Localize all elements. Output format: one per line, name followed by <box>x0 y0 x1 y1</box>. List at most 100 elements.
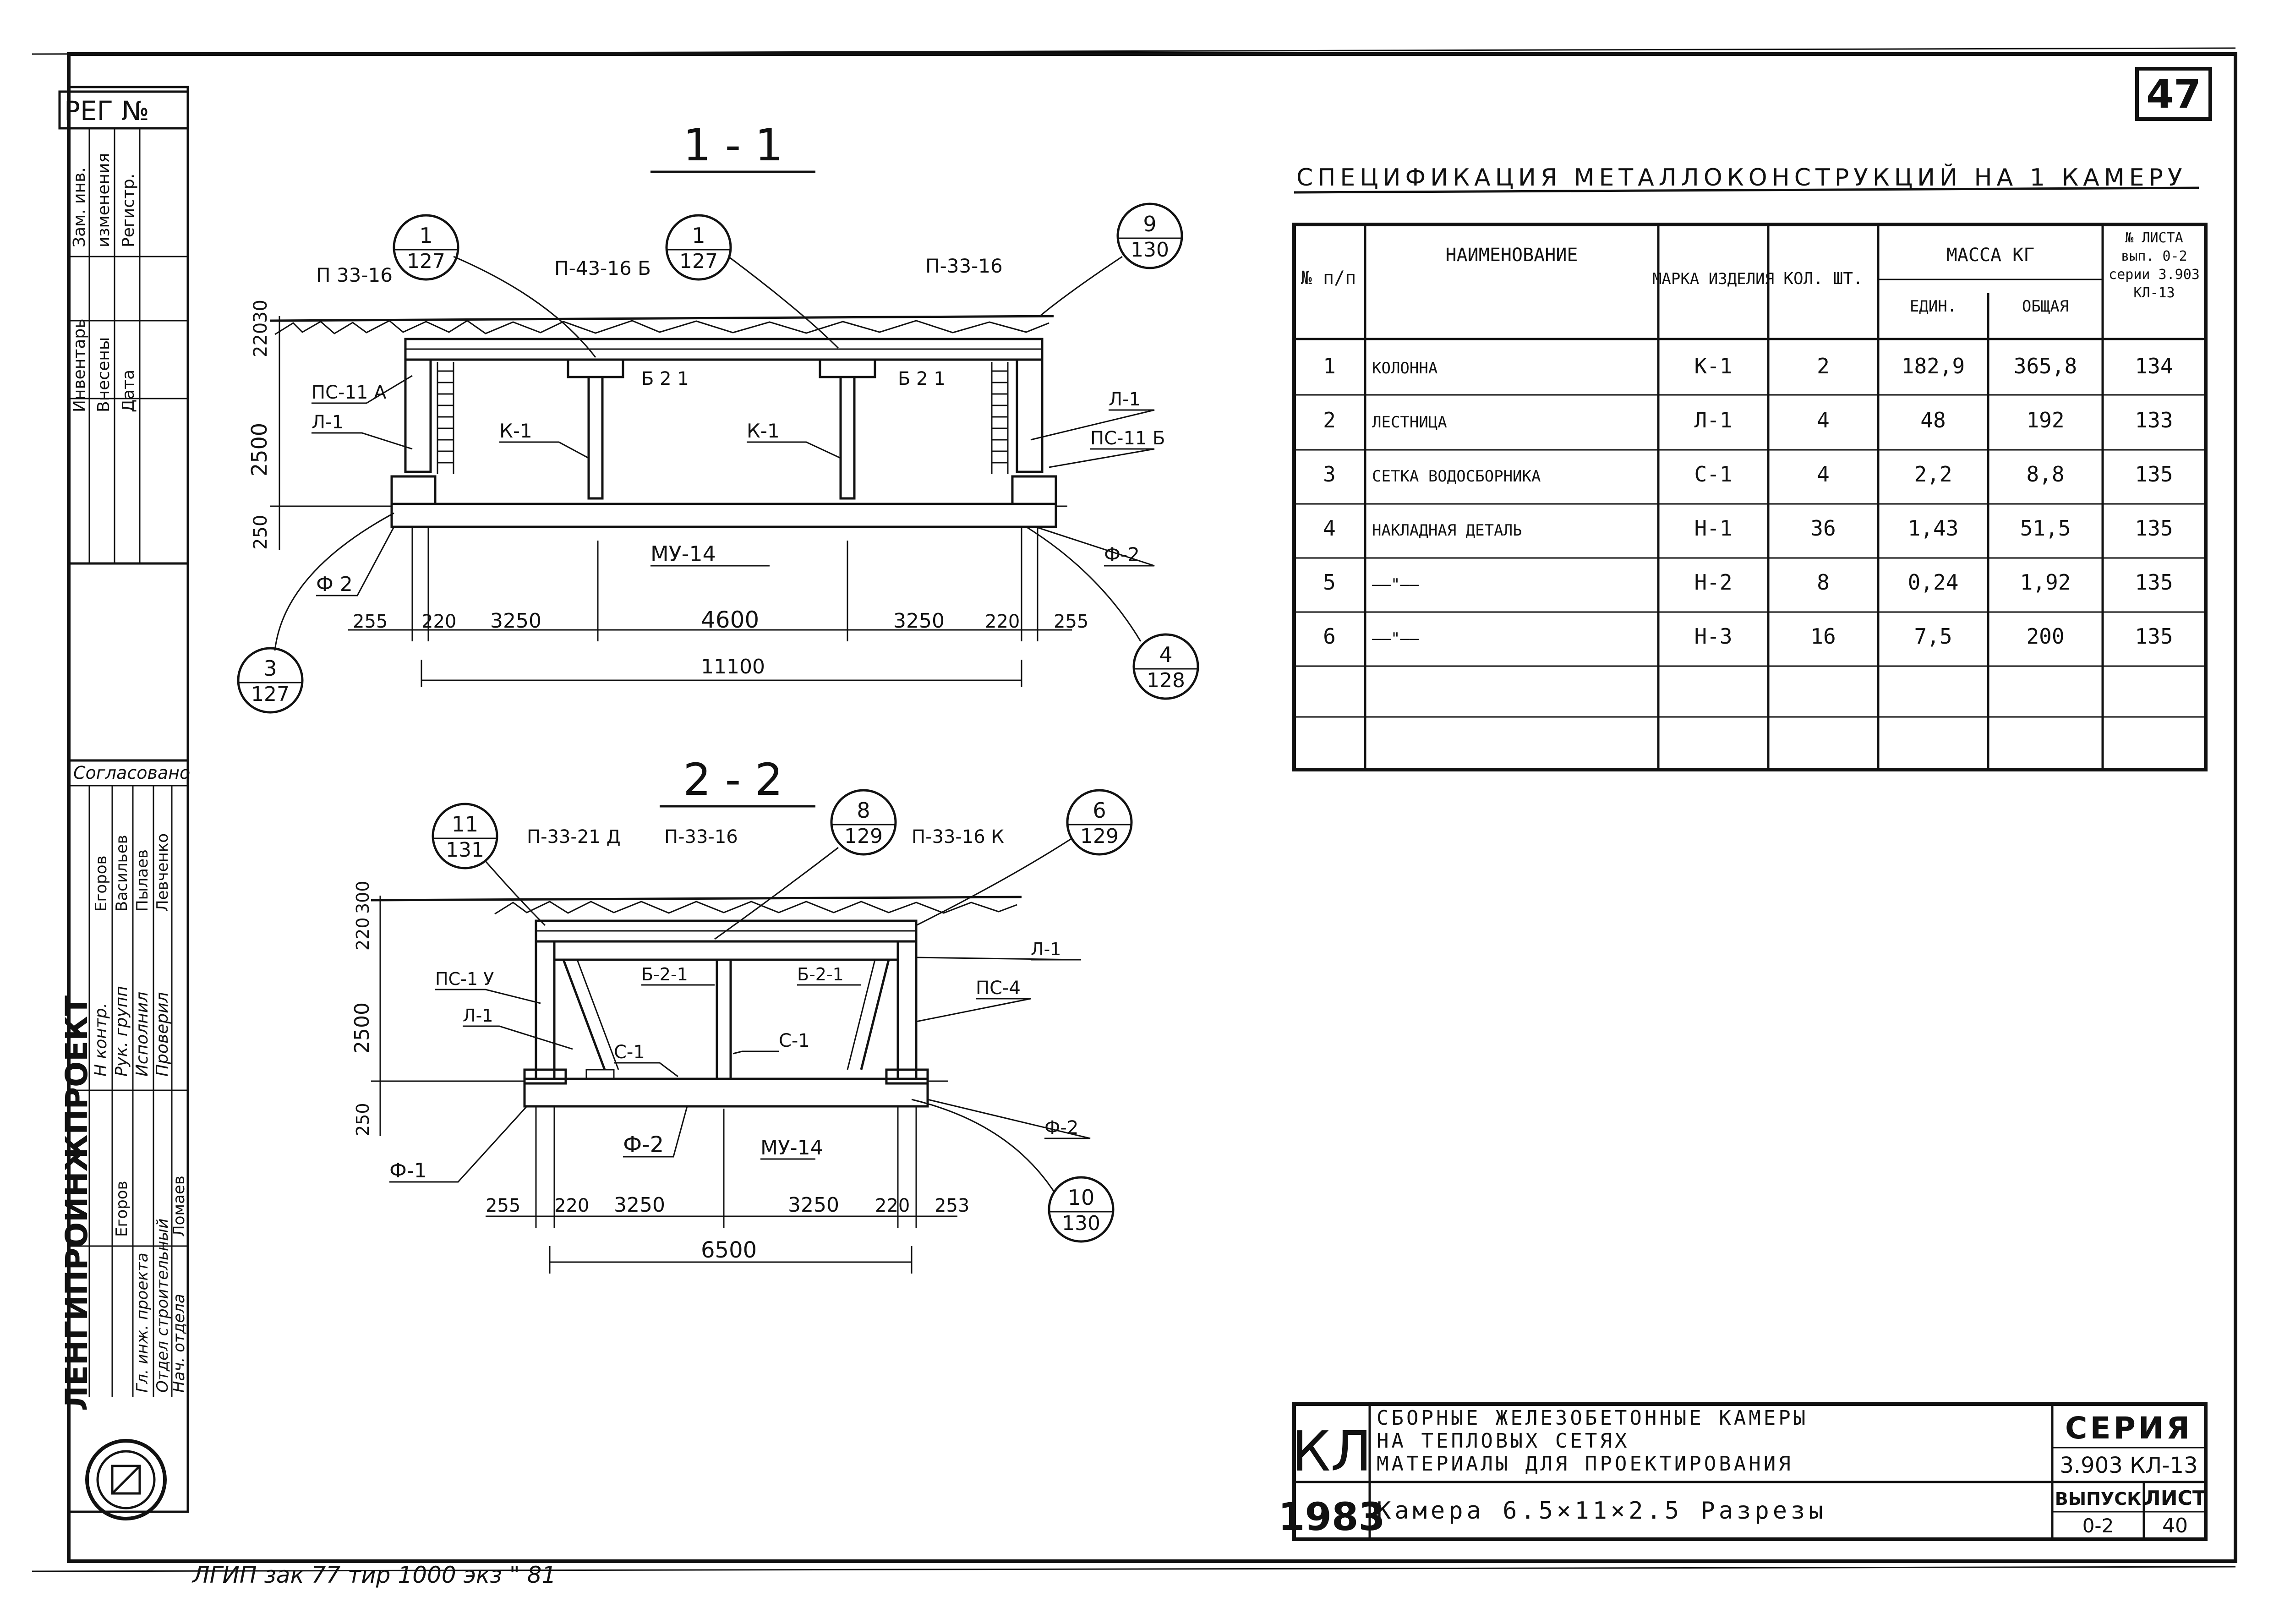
tb-series-label: СЕРИЯ <box>2065 1411 2192 1446</box>
spec-cell-name: СЕТКА ВОДОСБОРНИКА <box>1372 467 1541 486</box>
spec-cell-n: 2 <box>1323 408 1336 432</box>
spec-cell-sheet: 135 <box>2135 570 2173 595</box>
svg-text:1: 1 <box>692 223 705 248</box>
floor-slab-mu14 <box>390 503 1057 528</box>
title-block: КЛ 1983 СБОРНЫЕ ЖЕЛЕЗОБЕТОННЫЕ КАМЕРЫ НА… <box>1278 1402 2208 1541</box>
right-ladder <box>991 362 1009 474</box>
s2-dim-2: 3250 <box>614 1193 665 1217</box>
ladder-right-2 <box>860 959 890 1070</box>
spec-cell-mark: С-1 <box>1694 462 1732 487</box>
right-wall-2 <box>896 940 918 1080</box>
spec-cell-name: ——"—— <box>1372 629 1419 648</box>
spec-cell-sheet: 134 <box>2135 354 2173 378</box>
spec-cell-mark: Н-3 <box>1694 624 1732 649</box>
spec-cell-unit: 2,2 <box>1914 462 1952 487</box>
agreed-label: Согласовано <box>73 763 190 783</box>
svg-text:1: 1 <box>419 223 432 248</box>
spec-table: СПЕЦИФИКАЦИЯ МЕТАЛЛОКОНСТРУКЦИЙ НА 1 КАМ… <box>1292 164 2208 771</box>
spec-cell-unit: 48 <box>1920 408 1946 432</box>
side-stamp: РЕГ № Инвентарь Внесены Дата Зам. инв. и… <box>58 86 190 1520</box>
s1-label-7: К-1 <box>499 420 532 442</box>
s1-dim-0: 255 <box>353 611 388 632</box>
organization-name: ЛЕНГИПРОИНЖПРОЕКТ <box>59 995 94 1411</box>
s2-callout-3: 10 130 <box>1048 1176 1115 1243</box>
spec-cell-unit: 0,24 <box>1908 570 1959 595</box>
tb-code: КЛ <box>1291 1420 1372 1484</box>
s2-total: 6500 <box>701 1237 757 1263</box>
stamp-row-left-1: Внесены <box>94 337 113 412</box>
section-2-2: 2 - 2 300 220 2500 250 255 220 3250 3250… <box>350 754 1133 1274</box>
column-2 <box>716 958 732 1080</box>
s2-label-10: С-1 <box>779 1030 810 1051</box>
role-2: Исполнил <box>133 992 152 1077</box>
svg-text:10: 10 <box>1068 1185 1095 1210</box>
s2-vdim-3: 250 <box>353 1103 373 1136</box>
tb-series-value: 3.903 КЛ-13 <box>2060 1453 2197 1478</box>
spec-cell-sheet: 133 <box>2135 408 2173 432</box>
svg-text:130: 130 <box>1062 1212 1100 1235</box>
s2-label-9: С-1 <box>614 1042 645 1063</box>
column-k1-right <box>839 376 856 500</box>
s1-label-2: П-33-16 <box>925 255 1003 277</box>
s2-label-8: ПС-4 <box>976 978 1021 999</box>
tb-issue-value: 0-2 <box>2082 1515 2114 1537</box>
role-name-3: Левченко <box>153 833 172 912</box>
tb-line3: МАТЕРИАЛЫ ДЛЯ ПРОЕКТИРОВАНИЯ <box>1377 1452 1793 1476</box>
svg-text:3: 3 <box>263 656 277 681</box>
ladder-left-2 <box>562 959 606 1070</box>
s1-label-4: Б 2 1 <box>898 368 946 389</box>
soil-hatch <box>274 320 1049 335</box>
spec-h-mass: МАССА КГ <box>1946 245 2035 266</box>
spec-cell-total: 8,8 <box>2026 462 2064 487</box>
section-2-title: 2 - 2 <box>683 754 783 805</box>
s1-label-3: Б 2 1 <box>641 368 689 389</box>
tb-list-value: 40 <box>2162 1514 2188 1537</box>
s2-label-13: Ф-1 <box>389 1159 427 1182</box>
s1-label-8: К-1 <box>747 420 780 442</box>
svg-text:130: 130 <box>1131 238 1169 262</box>
ground-line <box>270 315 1054 322</box>
print-note: ЛГИП зак 77 тир 1000 экз " 81 <box>191 1562 556 1588</box>
s2-callout-0: 11 131 <box>432 803 498 869</box>
s1-label-11: МУ-14 <box>650 541 716 566</box>
spec-cell-n: 4 <box>1323 516 1336 541</box>
s2-dim-1: 220 <box>554 1195 589 1216</box>
s1-vdim-0: 30 <box>250 300 271 323</box>
reg-label: РЕГ № <box>64 95 149 126</box>
spec-title: СПЕЦИФИКАЦИЯ МЕТАЛЛОКОНСТРУКЦИЙ НА 1 КАМ… <box>1296 164 2187 191</box>
s1-dim-6: 255 <box>1054 611 1088 632</box>
s2-label-7: Л-1 <box>1031 939 1061 959</box>
left-wall-2 <box>535 940 556 1080</box>
s2-label-5: Б-2-1 <box>641 964 688 984</box>
stamp-row-a-0: Зам. инв. <box>70 167 89 247</box>
beam-b21-right <box>819 358 876 378</box>
tb-list-label: ЛИСТ <box>2144 1487 2206 1510</box>
spec-cell-sheet: 135 <box>2135 462 2173 487</box>
reg-box <box>58 90 189 130</box>
svg-text:9: 9 <box>1143 212 1156 236</box>
spec-cell-total: 1,92 <box>2020 570 2071 595</box>
spec-cell-sheet: 135 <box>2135 516 2173 541</box>
s2-label-2: П-33-16 К <box>912 826 1004 848</box>
tb-sheet-title: Камера 6.5×11×2.5 Разрезы <box>1377 1497 1827 1525</box>
spec-h-qty: КОЛ. ШТ. <box>1783 269 1863 288</box>
s2-label-14: Ф-2 <box>1044 1117 1078 1138</box>
s2-label-12: МУ-14 <box>760 1136 823 1159</box>
spec-h-sheet-wrap: № ЛИСТА вып. 0-2 серии 3.903 КЛ-13 <box>2109 230 2200 301</box>
tb-line1: СБОРНЫЕ ЖЕЛЕЗОБЕТОННЫЕ КАМЕРЫ <box>1377 1406 1808 1430</box>
s2-label-1: П-33-16 <box>664 826 738 848</box>
s2-callout-2: 6 129 <box>1066 789 1133 856</box>
spec-cell-qty: 4 <box>1817 408 1830 432</box>
spec-cell-total: 192 <box>2026 408 2064 432</box>
spec-cell-unit: 182,9 <box>1902 354 1965 378</box>
svg-text:127: 127 <box>251 683 290 706</box>
s2-vdim-1: 220 <box>353 917 373 951</box>
s1-vdim-2: 2500 <box>247 423 272 476</box>
svg-text:127: 127 <box>679 250 718 273</box>
spec-h-name: НАИМЕНОВАНИЕ <box>1446 245 1578 266</box>
